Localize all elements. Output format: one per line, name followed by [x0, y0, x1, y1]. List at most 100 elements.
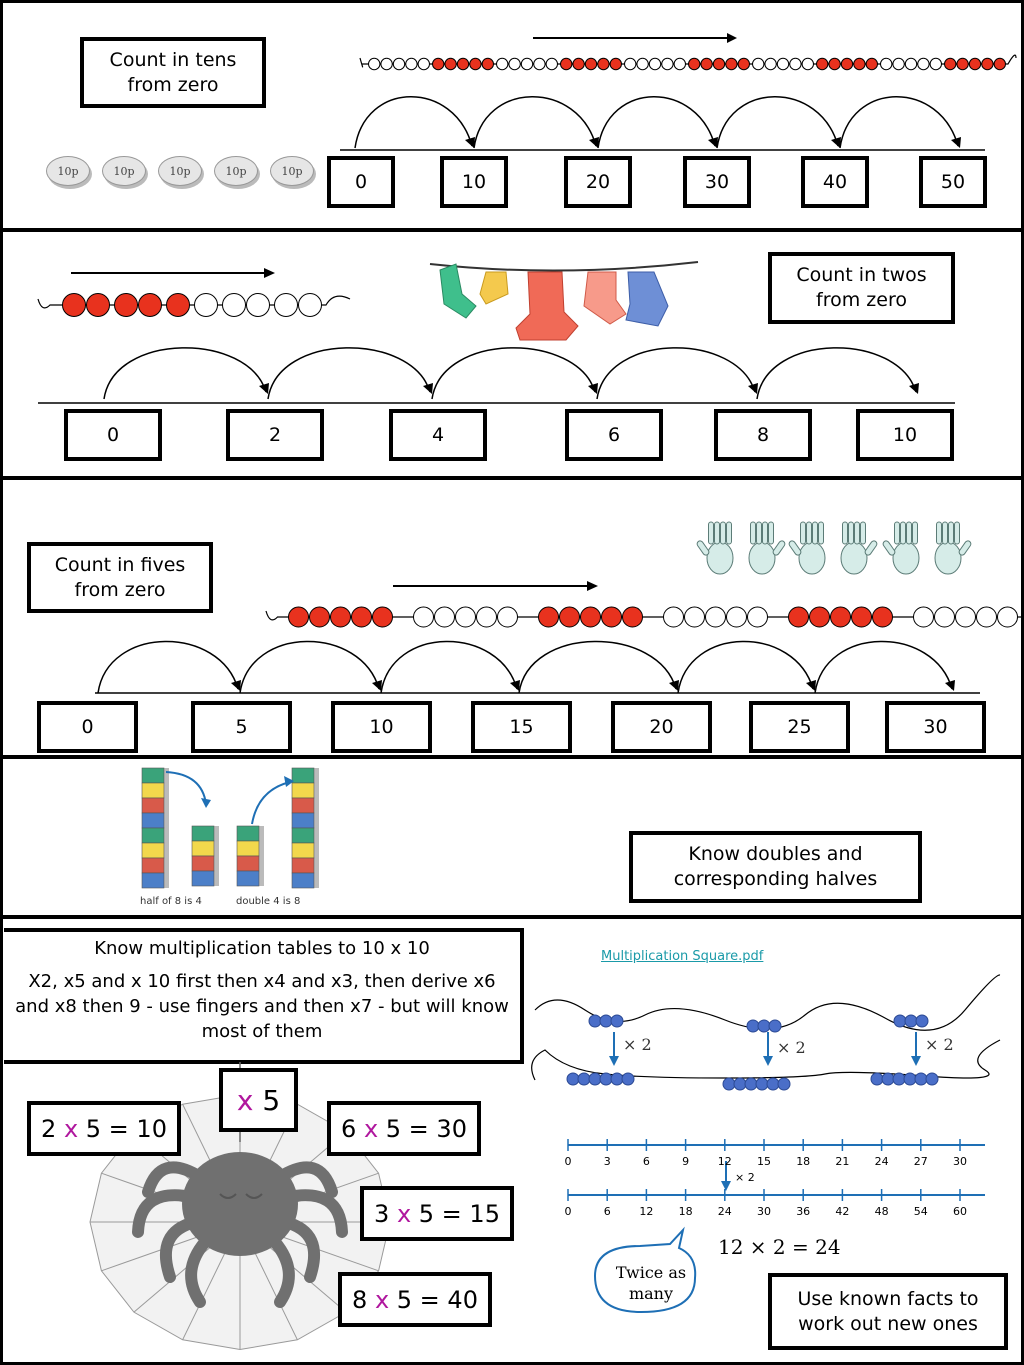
- jump-arc: [597, 96, 716, 149]
- speech-bubble-text: Twice as many: [615, 1263, 687, 1303]
- number-line-label: 24: [874, 1155, 889, 1168]
- number-line-label: 48: [874, 1205, 889, 1218]
- bead: [872, 606, 893, 628]
- bead: [601, 606, 622, 628]
- cube-towers-illustration: [141, 767, 319, 889]
- bead: [444, 57, 457, 71]
- jump-arc: [596, 347, 756, 400]
- number-box: 8: [714, 409, 812, 461]
- bead: [673, 57, 686, 71]
- number-line-label: 60: [953, 1205, 967, 1218]
- half-caption: half of 8 is 4: [140, 896, 202, 907]
- number-line-label: 6: [642, 1155, 650, 1168]
- count-fives-title: Count in fives from zero: [27, 542, 213, 613]
- bead: [288, 606, 309, 628]
- bead: [648, 57, 662, 71]
- bead: [533, 57, 546, 71]
- bead: [661, 57, 674, 71]
- bead: [372, 606, 393, 628]
- bead: [929, 57, 942, 71]
- bead: [330, 606, 351, 628]
- bead: [368, 57, 381, 71]
- bead: [298, 293, 322, 317]
- number-line-label: 0: [564, 1205, 572, 1218]
- bead: [747, 606, 768, 628]
- number-box: 30: [683, 156, 751, 208]
- bead: [351, 606, 372, 628]
- bead: [597, 57, 610, 71]
- bead: [572, 57, 585, 71]
- multiplication-square-link[interactable]: Multiplication Square.pdf: [601, 949, 764, 964]
- number-line-label: 36: [796, 1205, 811, 1218]
- svg-text:× 2: × 2: [623, 1035, 652, 1054]
- bead: [684, 606, 705, 628]
- bead: [944, 57, 957, 71]
- jump-arc: [518, 640, 677, 694]
- bead: [956, 57, 969, 71]
- jump-arc: [103, 347, 267, 400]
- bead: [309, 606, 330, 628]
- number-line-label: 12: [639, 1205, 654, 1218]
- coin-icon: 10p: [270, 156, 314, 186]
- hands-illustration: [696, 521, 972, 575]
- bead: [538, 606, 559, 628]
- coin-icon: 10p: [158, 156, 202, 186]
- bead: [865, 57, 878, 71]
- bead: [789, 57, 802, 71]
- speech-bubble: [593, 1226, 697, 1314]
- equation: 12 × 2 = 24: [718, 1235, 841, 1259]
- bead: [405, 57, 418, 71]
- section-divider: [0, 755, 1024, 759]
- fact-box: 8 x 5 = 40: [338, 1272, 492, 1327]
- bead: [828, 57, 841, 71]
- bead: [166, 293, 190, 317]
- number-line-label: 0: [564, 1155, 572, 1168]
- jump-arc: [716, 96, 839, 149]
- number-box: 10: [331, 701, 432, 753]
- bead: [725, 57, 738, 71]
- bead: [934, 606, 955, 628]
- jump-arc: [756, 347, 917, 400]
- bead: [432, 57, 445, 71]
- bead: [456, 57, 470, 71]
- fact-box: 3 x 5 = 15: [360, 1186, 514, 1241]
- twos-diagram: [37, 261, 955, 404]
- bead: [86, 293, 110, 317]
- number-box: 25: [749, 701, 850, 753]
- bead: [580, 606, 601, 628]
- jump-arc: [473, 96, 597, 149]
- bead: [481, 57, 494, 71]
- bead: [222, 293, 246, 317]
- bead: [622, 606, 643, 628]
- count-twos-title: Count in twos from zero: [768, 252, 955, 324]
- number-line-label: 30: [757, 1205, 771, 1218]
- number-line-label: 15: [757, 1155, 771, 1168]
- section-divider: [0, 228, 1024, 232]
- number-box: 50: [919, 156, 987, 208]
- number-line-label: 21: [835, 1155, 850, 1168]
- bead: [455, 606, 476, 628]
- bead: [752, 57, 765, 71]
- bead: [840, 57, 854, 71]
- number-line-label: 27: [913, 1155, 928, 1168]
- number-line-label: 24: [717, 1205, 732, 1218]
- bead: [726, 606, 747, 628]
- tables-heading: Know multiplication tables to 10 x 10: [94, 938, 430, 959]
- number-line-label: 42: [835, 1205, 850, 1218]
- section-divider: [0, 476, 1024, 480]
- bead: [624, 57, 637, 71]
- hand-icon: [696, 521, 734, 575]
- bead: [545, 57, 558, 71]
- bead: [496, 57, 509, 71]
- bead: [917, 57, 930, 71]
- number-box: 0: [327, 156, 395, 208]
- bead: [981, 57, 994, 71]
- number-box: 5: [191, 701, 292, 753]
- bead: [712, 57, 726, 71]
- bead-string-twos: [37, 293, 351, 317]
- bead-string-tens: [359, 54, 1017, 71]
- known-facts-box: Use known facts to work out new ones: [768, 1273, 1008, 1350]
- bead: [801, 57, 814, 71]
- jump-arcs: [97, 640, 955, 694]
